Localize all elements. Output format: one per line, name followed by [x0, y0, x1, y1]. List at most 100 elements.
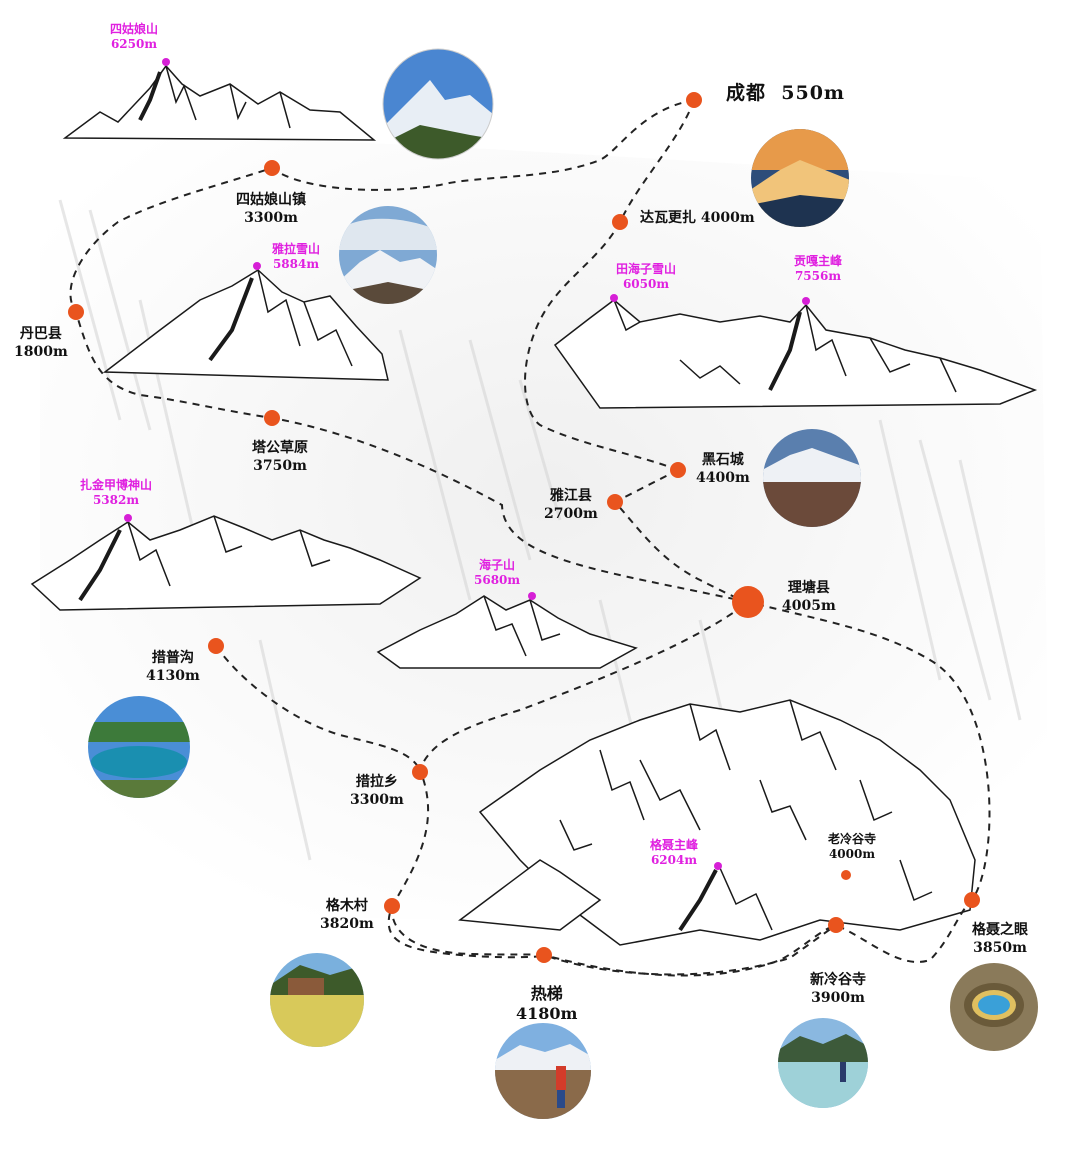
- town-name: 达瓦更扎: [640, 210, 696, 226]
- peak-altitude: 5680m: [474, 573, 521, 587]
- town-label-litang: 理塘县 4005m: [782, 580, 836, 615]
- peak-label-haizishan: 海子山 5680m: [474, 558, 520, 588]
- mountain-range-siguniang: [62, 64, 377, 141]
- town-name: 老冷谷寺: [828, 832, 877, 846]
- town-name: 塔公草原: [252, 440, 308, 456]
- photo-stream: [778, 1018, 868, 1108]
- peak-label-yala: 雅拉雪山 5884m: [272, 242, 320, 272]
- marker-tagong[interactable]: [264, 410, 280, 426]
- marker-peak-tianhaizi[interactable]: [610, 294, 618, 302]
- town-altitude: 3300m: [350, 791, 404, 808]
- marker-gemucun[interactable]: [384, 898, 400, 914]
- town-name: 雅江县: [549, 488, 592, 504]
- peak-name: 雅拉雪山: [272, 242, 321, 256]
- town-label-xinlenggusi: 新冷谷寺 3900m: [810, 972, 866, 1007]
- town-markers: [68, 92, 980, 963]
- town-label-reti: 热梯 4180m: [516, 984, 577, 1024]
- peak-altitude: 6050m: [622, 277, 670, 291]
- photo-eye: [950, 963, 1038, 1051]
- marker-peak-yala[interactable]: [253, 262, 261, 270]
- mountain-range-gongga: [553, 299, 1038, 409]
- photo-lake: [88, 696, 190, 798]
- town-label-chengdu: 成都 550m: [726, 82, 845, 106]
- peak-name: 格聂主峰: [650, 838, 699, 852]
- marker-peak-gongga[interactable]: [802, 297, 810, 305]
- peak-altitude: 6250m: [110, 37, 158, 51]
- peak-label-siguniang: 四姑娘山 6250m: [110, 22, 158, 52]
- town-name: 格聂之眼: [972, 922, 1028, 938]
- town-altitude: 4400m: [696, 469, 750, 486]
- town-name: 黑石城: [701, 452, 744, 468]
- mountain-range-yala: [102, 269, 389, 381]
- marker-litang[interactable]: [732, 586, 764, 618]
- town-altitude: 4000m: [828, 847, 876, 861]
- marker-genie-eye[interactable]: [964, 892, 980, 908]
- marker-chengdu[interactable]: [686, 92, 702, 108]
- town-name: 格木村: [325, 898, 368, 914]
- mountain-range-zhajin: [30, 515, 422, 611]
- town-label-tagong: 塔公草原 3750m: [252, 440, 308, 475]
- route-path: [69, 99, 991, 977]
- peak-label-gongga: 贡嘎主峰 7556m: [794, 254, 842, 284]
- town-label-cuolaxiang: 措拉乡 3300m: [350, 774, 404, 809]
- peak-name: 扎金甲博神山: [80, 478, 153, 492]
- marker-peak-genie[interactable]: [714, 862, 722, 870]
- marker-peak-haizishan[interactable]: [528, 592, 536, 600]
- peak-markers: [124, 58, 810, 870]
- town-altitude: 3900m: [811, 989, 865, 1006]
- marker-reti[interactable]: [536, 947, 552, 963]
- town-label-laolenggusi: 老冷谷寺 4000m: [828, 832, 876, 862]
- town-altitude: 3750m: [253, 457, 307, 474]
- mountain-range-haizishan: [376, 595, 638, 669]
- town-label-daw-gengzha: 达瓦更扎 4000m: [640, 210, 755, 228]
- marker-yajiang[interactable]: [607, 494, 623, 510]
- town-name: 理塘县: [787, 580, 830, 596]
- town-altitude: 1800m: [14, 343, 68, 360]
- town-label-cuopugou: 措普沟 4130m: [146, 650, 200, 685]
- town-altitude: 2700m: [544, 505, 598, 522]
- marker-cuopugou[interactable]: [208, 638, 224, 654]
- town-label-siguniang-town: 四姑娘山镇 3300m: [236, 192, 306, 227]
- mountain-range-genie: [458, 699, 976, 946]
- town-altitude: 3820m: [320, 915, 374, 932]
- town-name: 热梯: [530, 984, 563, 1003]
- peak-label-genie: 格聂主峰 6204m: [650, 838, 698, 868]
- peak-name: 贡嘎主峰: [794, 254, 843, 268]
- town-label-danba: 丹巴县 1800m: [14, 326, 68, 361]
- marker-siguniang-town[interactable]: [264, 160, 280, 176]
- town-name: 丹巴县: [19, 326, 62, 342]
- town-name: 四姑娘山镇: [236, 192, 306, 208]
- peak-name: 田海子雪山: [616, 262, 677, 276]
- peak-name: 海子山: [479, 558, 516, 572]
- photo-sunset: [751, 129, 849, 227]
- peak-altitude: 7556m: [794, 269, 842, 283]
- town-altitude: 4180m: [516, 1004, 578, 1023]
- town-altitude: 550m: [781, 82, 846, 104]
- marker-danba[interactable]: [68, 304, 84, 320]
- route-path-west: [215, 645, 421, 771]
- town-altitude: 3300m: [244, 209, 298, 226]
- marker-cuolaxiang[interactable]: [412, 764, 428, 780]
- peak-label-zhajin: 扎金甲博神山 5382m: [80, 478, 152, 508]
- town-name: 措拉乡: [355, 774, 398, 790]
- town-altitude: 3850m: [973, 939, 1027, 956]
- town-altitude: 4000m: [700, 210, 755, 226]
- town-name: 新冷谷寺: [810, 972, 866, 988]
- marker-daw-gengzha[interactable]: [612, 214, 628, 230]
- peak-name: 四姑娘山: [110, 22, 159, 36]
- peak-altitude: 6204m: [650, 853, 698, 867]
- route-path-yajiang: [613, 469, 749, 603]
- photo-hiker: [495, 1023, 591, 1119]
- peak-label-tianhaizi: 田海子雪山 6050m: [616, 262, 676, 292]
- peak-altitude: 5884m: [272, 257, 320, 271]
- peak-altitude: 5382m: [92, 493, 140, 507]
- marker-laolenggusi[interactable]: [841, 870, 851, 880]
- town-name: 措普沟: [151, 650, 194, 666]
- marker-peak-zhajin[interactable]: [124, 514, 132, 522]
- marker-xinlenggusi[interactable]: [828, 917, 844, 933]
- photo-village: [270, 953, 364, 1047]
- marker-heishicheng[interactable]: [670, 462, 686, 478]
- route-path-north: [524, 99, 695, 471]
- marker-peak-siguniang[interactable]: [162, 58, 170, 66]
